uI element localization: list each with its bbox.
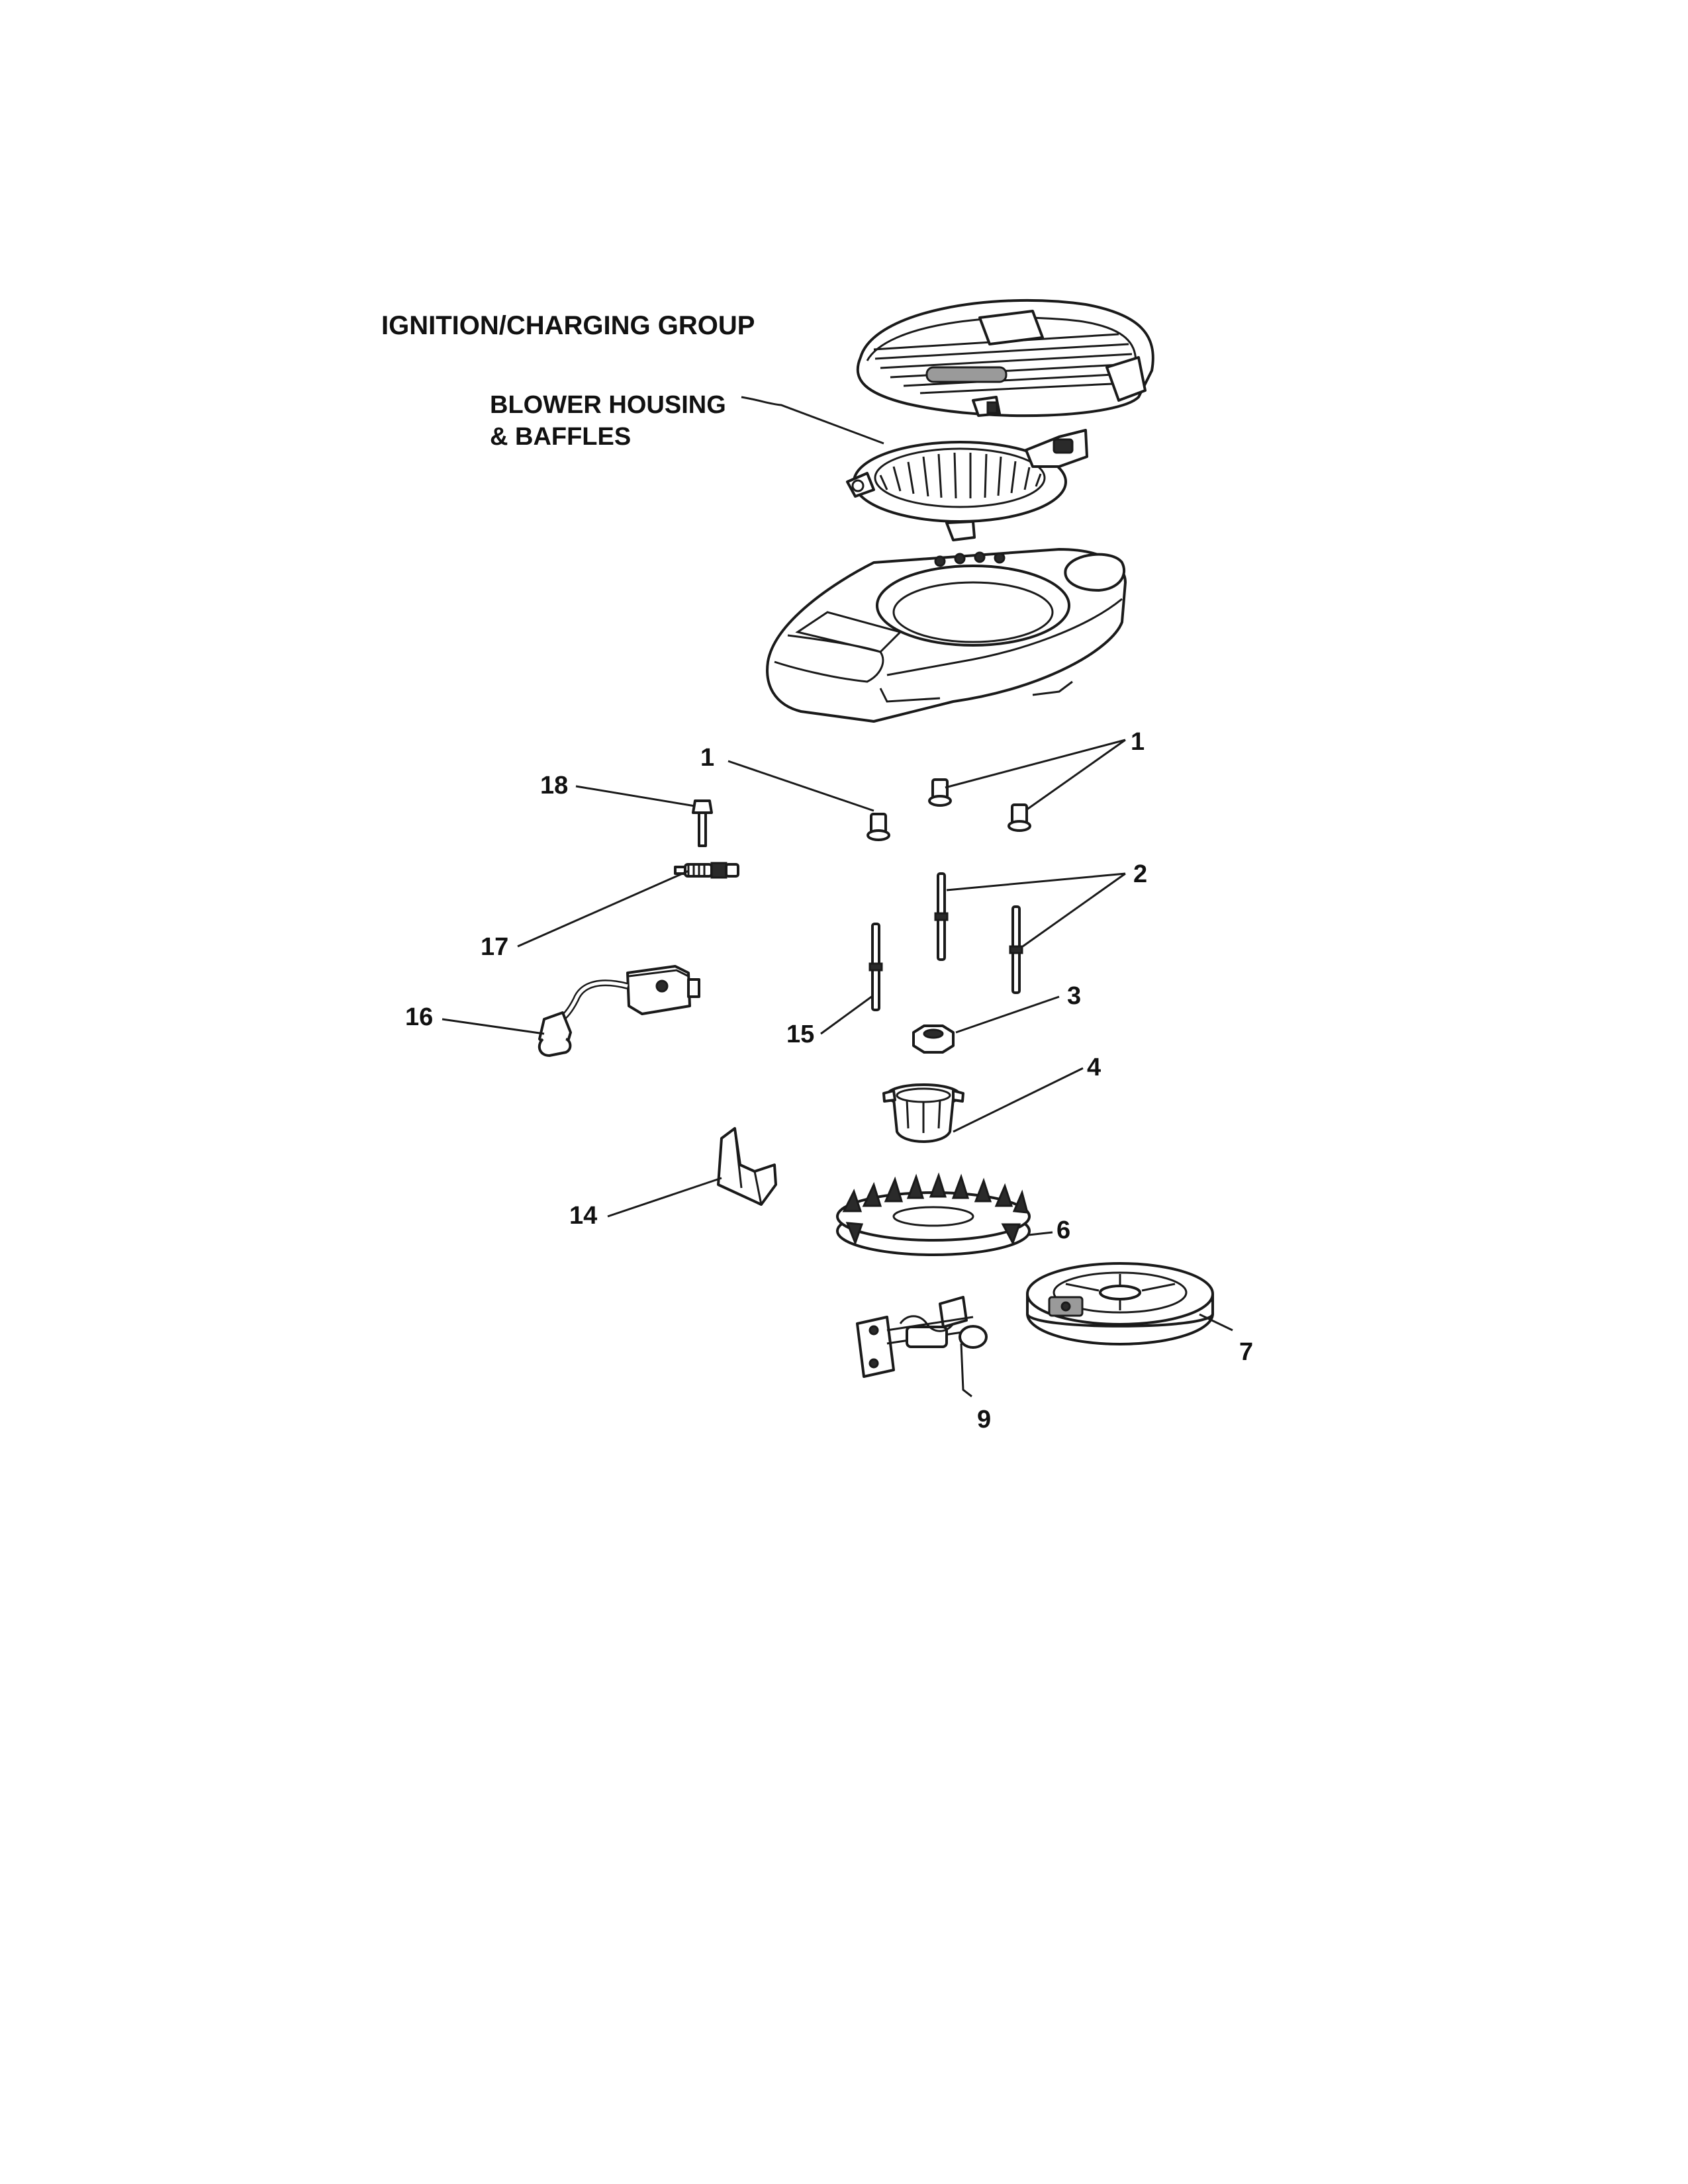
callout-7: 7 [1239, 1338, 1254, 1366]
starter-cup-item-4 [882, 1083, 964, 1143]
blower-housing-label: BLOWER HOUSING & BAFFLES [490, 389, 726, 453]
callout-6: 6 [1056, 1216, 1071, 1244]
callout-14: 14 [569, 1202, 598, 1230]
bracket-item-14 [717, 1127, 777, 1206]
blower-housing [766, 548, 1127, 723]
stud-item-15 [868, 923, 883, 1011]
callout-18: 18 [540, 772, 569, 799]
callout-4: 4 [1087, 1054, 1102, 1081]
spark-plug-item-17 [674, 862, 739, 879]
recoil-starter-ring [846, 429, 1088, 541]
callout-2: 2 [1133, 860, 1148, 888]
callout-9: 9 [977, 1406, 992, 1433]
flywheel-nut-item-3 [912, 1024, 955, 1054]
ignition-module-item-9 [856, 1296, 988, 1378]
diagram-title: IGNITION/CHARGING GROUP [381, 311, 755, 340]
blower-housing-label-line1: BLOWER HOUSING [490, 391, 726, 419]
callout-17: 17 [481, 933, 509, 961]
stud-item-2 [934, 872, 1023, 994]
callout-3: 3 [1067, 982, 1082, 1010]
callout-16: 16 [405, 1003, 434, 1031]
callout-15: 15 [786, 1021, 815, 1048]
callout-1-left: 1 [700, 744, 715, 772]
blower-housing-label-line2: & BAFFLES [490, 423, 632, 451]
leader-lines [442, 396, 1233, 1398]
screw-item-18 [692, 799, 713, 847]
ignition-coil-item-16 [538, 965, 700, 1057]
callout-1-right: 1 [1131, 728, 1145, 756]
flywheel-fan-item-6 [836, 1172, 1031, 1256]
nut-item-1 [867, 778, 1031, 841]
flywheel-item-7 [1026, 1262, 1214, 1345]
starter-cover-grille [856, 298, 1154, 418]
